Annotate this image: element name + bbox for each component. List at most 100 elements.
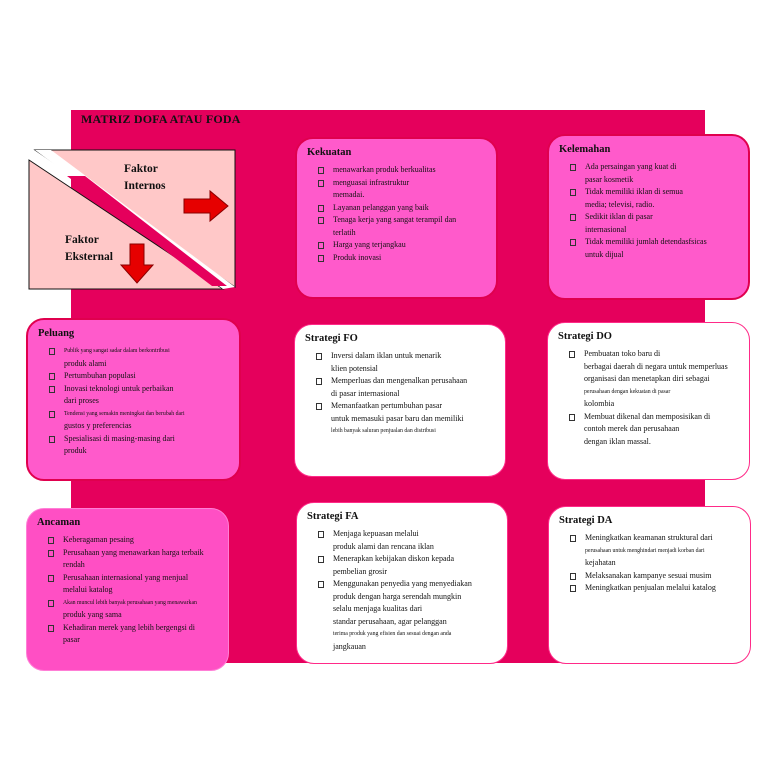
external-label-line2: Eksternal — [65, 251, 113, 263]
list-item-line: untuk dijual — [585, 249, 624, 259]
list-item: Ada persaingan yang kuat di pasar kosmeti… — [559, 161, 738, 186]
list-item: Melaksanakan kampanye sesuai musim — [559, 570, 740, 583]
list-item-line: Pertumbuhan populasi — [64, 371, 136, 380]
kelemahan-list: Ada persaingan yang kuat di pasar kosmeti… — [559, 161, 738, 261]
list-item: Inversi dalam iklan untuk menarik klien p… — [305, 350, 495, 375]
strategi-do-title: Strategi DO — [558, 331, 612, 342]
list-item-line: jangkauan — [333, 641, 366, 651]
list-item-line: selalu menjaga kualitas dari — [333, 604, 423, 613]
list-item-line: dari proses — [64, 396, 99, 405]
strategi-fa-title: Strategi FA — [307, 511, 359, 522]
list-item-line: produk yang sama — [63, 610, 122, 619]
list-item-line: Akan muncul lebih banyak perusahaan yang… — [63, 599, 197, 606]
list-item-line: Layanan pelanggan yang baik — [333, 202, 429, 212]
list-item-line: lebih banyak saluran penjualan dan distr… — [331, 428, 436, 434]
list-item: Layanan pelanggan yang baik — [307, 202, 486, 215]
list-item-line: Inovasi teknologi untuk perbaikan — [64, 383, 174, 393]
list-item-line: melalui katalog — [63, 585, 113, 594]
list-item-line: Tenaga kerja yang sangat terampil dan — [333, 215, 457, 224]
list-item: Meningkatkan keamanan struktural dari per… — [559, 532, 740, 570]
list-item: menguasai infrastruktur memadai. — [307, 177, 486, 202]
list-item-line: organisasi dan menetapkan diri sebagai — [584, 374, 710, 383]
list-item-line: rendah — [63, 560, 85, 569]
list-item-line: terlatih — [333, 227, 356, 237]
list-item: Inovasi teknologi untuk perbaikan dari pr… — [38, 383, 229, 408]
strategi-fo-title: Strategi FO — [305, 333, 358, 344]
arrow-right-icon — [183, 189, 229, 223]
list-item-line: standar perusahaan, agar pelanggan — [333, 616, 447, 626]
list-item-line: klien potensial — [331, 363, 378, 373]
list-item-line: produk alami — [64, 358, 107, 368]
list-item-line: Spesialisasi di masing-masing dari — [64, 433, 175, 443]
list-item-line: produk — [64, 446, 87, 455]
list-item-line: menguasai infrastruktur — [333, 177, 410, 187]
list-item-line: Melaksanakan kampanye sesuai musim — [585, 570, 712, 580]
list-item-line: berbagai daerah di negara untuk memperlu… — [584, 361, 728, 371]
list-item-line: Meningkatkan penjualan melalui katalog — [585, 583, 716, 592]
list-item-line: dengan iklan massal. — [584, 436, 651, 446]
factor-diagram: Faktor Internos Faktor Eksternal — [27, 146, 237, 291]
list-item-line: contoh merek dan perusahaan — [584, 424, 680, 433]
list-item: Kehadiran merek yang lebih bergengsi di p… — [37, 622, 218, 647]
list-item-line: Kehadiran merek yang lebih bergengsi di — [63, 622, 196, 632]
list-item-line: pembelian grosir — [333, 566, 387, 576]
strategi-do-list: Pembuatan toko baru di berbagai daerah di… — [558, 348, 739, 448]
list-item-line: Tidak memiliki jumlah detendasfsicas — [585, 237, 707, 246]
list-item-line: Ada persaingan yang kuat di — [585, 162, 677, 171]
list-item-line: perusahaan untuk menghindari menjadi kor… — [585, 547, 705, 554]
list-item: Publik yang sangat sadar dalam berkontri… — [38, 345, 229, 370]
list-item-line: pasar kosmetik — [585, 174, 634, 184]
kelemahan-box: Kelemahan Ada persaingan yang kuat di pas… — [547, 134, 750, 300]
kelemahan-title: Kelemahan — [559, 144, 611, 155]
list-item-line: internasional — [585, 224, 627, 234]
list-item-line: gustos y preferencias — [64, 421, 132, 430]
strategi-do-box: Strategi DO Pembuatan toko baru di berbag… — [547, 322, 750, 480]
peluang-box: Peluang Publik yang sangat sadar dalam b… — [26, 318, 241, 481]
list-item-line: produk alami dan rencana iklan — [333, 541, 434, 551]
list-item-line: Membuat dikenal dan memposisikan di — [584, 411, 711, 421]
list-item: menawarkan produk berkualitas — [307, 164, 486, 177]
internal-label-line1: Faktor — [124, 163, 158, 175]
list-item: Pertumbuhan populasi — [38, 370, 229, 383]
list-item: Tenaga kerja yang sangat terampil dan ter… — [307, 214, 486, 239]
strategi-da-list: Meningkatkan keamanan struktural dari per… — [559, 532, 740, 595]
strategi-da-title: Strategi DA — [559, 515, 613, 526]
list-item-line: Inversi dalam iklan untuk menarik — [331, 351, 442, 360]
list-item-line: perusahaan dengan kekuatan di pasar — [584, 388, 671, 395]
list-item-line: memadai. — [333, 190, 365, 199]
list-item: Akan muncul lebih banyak perusahaan yang… — [37, 597, 218, 622]
list-item-line: media; televisi, radio. — [585, 199, 655, 209]
list-item-line: Keberagaman pesaing — [63, 535, 134, 544]
list-item-line: Meningkatkan keamanan struktural dari — [585, 533, 713, 542]
list-item: Pembuatan toko baru di berbagai daerah di… — [558, 348, 739, 411]
list-item: Menggunakan penyedia yang menyediakan pro… — [307, 578, 497, 653]
external-label-line1: Faktor — [65, 234, 99, 246]
list-item-line: Tendensi yang semakin meningkat dan beru… — [64, 410, 185, 417]
list-item: Keberagaman pesaing — [37, 534, 218, 547]
list-item-line: Menggunakan penyedia yang menyediakan — [333, 579, 472, 588]
list-item-line: Publik yang sangat sadar dalam berkontri… — [64, 348, 170, 354]
list-item: Tendensi yang semakin meningkat dan beru… — [38, 408, 229, 433]
factor-diagram-graphic — [28, 149, 236, 290]
list-item: Tidak memiliki jumlah detendasfsicas untu… — [559, 236, 738, 261]
list-item-line: Pembuatan toko baru di — [584, 349, 661, 358]
list-item-line: produk dengan harga serendah mungkin — [333, 591, 462, 601]
arrow-down-icon — [119, 243, 155, 284]
peluang-title: Peluang — [38, 328, 75, 339]
list-item-line: pasar — [63, 635, 80, 644]
internal-label-line2: Internos — [124, 180, 166, 192]
strategi-fo-list: Inversi dalam iklan untuk menarik klien p… — [305, 350, 495, 438]
external-factor-label: Faktor Eksternal — [65, 232, 113, 266]
strategi-da-box: Strategi DA Meningkatkan keamanan strukt… — [548, 506, 751, 664]
list-item-line: Menerapkan kebijakan diskon kepada — [333, 554, 455, 563]
